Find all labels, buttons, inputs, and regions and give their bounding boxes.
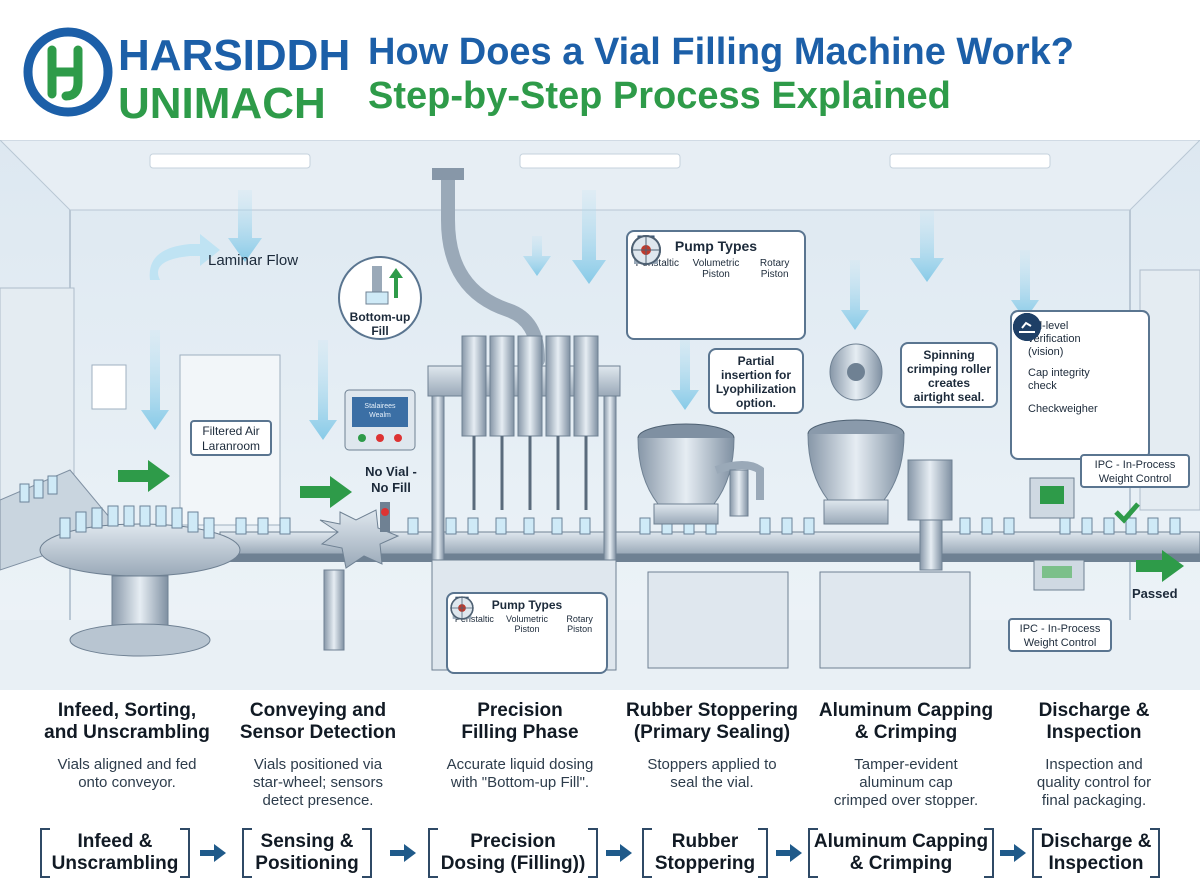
step-stoppering: Rubber Stoppering (Primary Sealing) Stop… [617, 700, 807, 792]
step-desc-1: Vials positioned via star-wheel; sensors… [252, 756, 384, 809]
step-title-3: Rubber Stoppering (Primary Sealing) [625, 700, 799, 743]
pump-types-top-title: Pump Types [674, 238, 758, 254]
step-filling: Precision Filling Phase Accurate liquid … [425, 700, 615, 792]
bottom-up-fill-line2: Fill [371, 324, 389, 338]
bottom-up-fill-callout: Bottom-up Fill [338, 256, 422, 340]
step-desc-2: Accurate liquid dosing with "Bottom-up F… [446, 756, 594, 791]
stoppering-station [637, 423, 789, 669]
bottom-up-fill-icon [365, 266, 403, 305]
flow-step-dosing: Precision Dosing (Filling)) [428, 822, 598, 884]
partial-line1: Partial [737, 354, 775, 368]
pump-top-label-1: Volumetric Piston [692, 258, 740, 280]
step-desc-5: Inspection and quality control for final… [1036, 756, 1152, 809]
checkweigher-station [1029, 477, 1184, 591]
rotary-piston-icon [631, 235, 661, 265]
pump-types-top-panel: Pump Types Peristaltic Volumetric Piston… [626, 230, 806, 340]
pump-top-volumetric: Volumetric Piston [634, 235, 744, 280]
step-title-0: Infeed, Sorting, and Unscrambling [44, 700, 210, 743]
partial-line3: Lyophilization [715, 382, 797, 396]
spinning-roller-callout: Spinning crimping roller creates airtigh… [900, 342, 998, 408]
filtered-air-label: Filtered Air Laranroom [190, 420, 272, 456]
ipc-top-label: IPC - In-Process Weight Control [1080, 454, 1190, 488]
title-line2: Step-by-Step Process Explained [368, 75, 951, 117]
no-vial-line1: No Vial - [365, 464, 417, 479]
roller-line4: airtight seal. [913, 390, 985, 404]
flow-step-stoppering: Rubber Stoppering [642, 822, 768, 884]
page-title: How Does a Vial Filling Machine Work? St… [368, 30, 1074, 118]
rotary-piston-icon [450, 596, 474, 620]
ipc-top-line2: Weight Control [1098, 473, 1172, 485]
pump-top-label-2: Rotary Piston [759, 258, 790, 280]
flow-step-infeed: Infeed & Unscrambling [40, 822, 190, 884]
step-capping: Aluminum Capping & Crimping Tamper-evide… [811, 700, 1001, 810]
ipc-bottom-label: IPC - In-Process Weight Control [1008, 618, 1112, 652]
pump-types-bottom-panel: Pump Types Peristaltic Volumetric Piston… [446, 592, 608, 674]
qc-checklist-panel: Fill-level verification (vision) Cap int… [1010, 310, 1150, 460]
partial-line2: insertion for [720, 368, 791, 382]
pump-bottom-rotary: Rotary Piston [450, 596, 605, 634]
laminar-flow-arrows [141, 190, 1039, 440]
roller-line3: creates [927, 376, 971, 390]
qc-label-2: Checkweigher [1028, 403, 1098, 415]
step-discharge: Discharge & Inspection Inspection and qu… [999, 700, 1189, 810]
capping-station [807, 343, 971, 669]
bottom-up-fill-line1: Bottom-up [349, 310, 411, 324]
flow-arrow-icon [606, 844, 632, 862]
qc-label-1: Cap integrity check [1028, 367, 1090, 392]
partial-line4: option. [736, 396, 776, 410]
pump-bottom-label-1: Volumetric Piston [505, 614, 548, 634]
flow-step-discharge: Discharge & Inspection [1032, 822, 1160, 884]
ipc-top-line1: IPC - In-Process [1094, 459, 1176, 471]
control-screen-text: Stalairees Wealm [354, 402, 406, 420]
step-title-2: Precision Filling Phase [461, 700, 579, 743]
filtered-air-line1: Filtered Air [202, 424, 260, 438]
flow-arrow-icon [776, 844, 802, 862]
no-vial-no-fill-label: No Vial - No Fill [358, 464, 424, 496]
flow-step-sensing: Sensing & Positioning [242, 822, 372, 884]
flow-arrow-icon [1000, 844, 1026, 862]
flow-arrow-icon [200, 844, 226, 862]
harsiddh-logo-icon [23, 27, 113, 117]
screen-line1: Stalairees [364, 403, 396, 410]
pump-types-bottom-title: Pump Types [491, 598, 563, 612]
pump-top-rotary: Rotary Piston [631, 235, 803, 280]
roller-line1: Spinning [923, 348, 975, 362]
ipc-bottom-line1: IPC - In-Process [1019, 623, 1101, 635]
step-desc-4: Tamper-evident aluminum cap crimped over… [833, 756, 979, 809]
conveyor-vials [235, 517, 1181, 535]
scale-icon [1013, 313, 1041, 341]
header: HARSIDDH UNIMACH How Does a Vial Filling… [0, 0, 1200, 140]
star-wheel [300, 476, 400, 651]
process-flow-bar: Infeed & Unscrambling Sensing & Position… [0, 822, 1200, 884]
filtered-air-line2: Laranroom [201, 439, 261, 453]
logo-line2: UNIMACH [118, 79, 326, 128]
flow-arrow-icon [390, 844, 416, 862]
step-title-1: Conveying and Sensor Detection [239, 700, 397, 743]
qc-item-checkweigher: Checkweigher [1013, 313, 1148, 416]
laminar-flow-label: Laminar Flow [208, 252, 299, 269]
passed-label: Passed [1132, 586, 1178, 601]
machine-illustration: Laminar Flow Filtered Air Laranroom Bott… [0, 140, 1200, 690]
pump-bottom-volumetric: Volumetric Piston [452, 596, 552, 634]
step-desc-3: Stoppers applied to seal the vial. [647, 756, 777, 791]
partial-insertion-callout: Partial insertion for Lyophilization opt… [708, 348, 804, 414]
pump-bottom-label-0: Peristaltic [454, 614, 494, 624]
infeed-turntable [0, 460, 241, 657]
title-line1: How Does a Vial Filling Machine Work? [368, 31, 1074, 73]
step-title-4: Aluminum Capping & Crimping [818, 700, 994, 743]
pump-bottom-label-2: Rotary Piston [566, 614, 593, 634]
process-steps: Infeed, Sorting, and Unscrambling Vials … [0, 700, 1200, 820]
step-desc-0: Vials aligned and fed onto conveyor. [57, 756, 197, 791]
logo-wordmark: HARSIDDH UNIMACH [118, 34, 350, 126]
step-conveying: Conveying and Sensor Detection Vials pos… [223, 700, 413, 810]
screen-line2: Wealm [369, 412, 391, 419]
step-infeed: Infeed, Sorting, and Unscrambling Vials … [32, 700, 222, 792]
qc-item-cap-integrity: Cap integrity check [1013, 313, 1148, 393]
no-vial-line2: No Fill [371, 480, 411, 495]
flow-step-capping: Aluminum Capping & Crimping [808, 822, 994, 884]
ipc-bottom-line2: Weight Control [1023, 637, 1097, 649]
logo-line1: HARSIDDH [118, 31, 351, 80]
step-title-5: Discharge & Inspection [1038, 700, 1150, 743]
roller-line2: crimping roller [906, 362, 992, 376]
